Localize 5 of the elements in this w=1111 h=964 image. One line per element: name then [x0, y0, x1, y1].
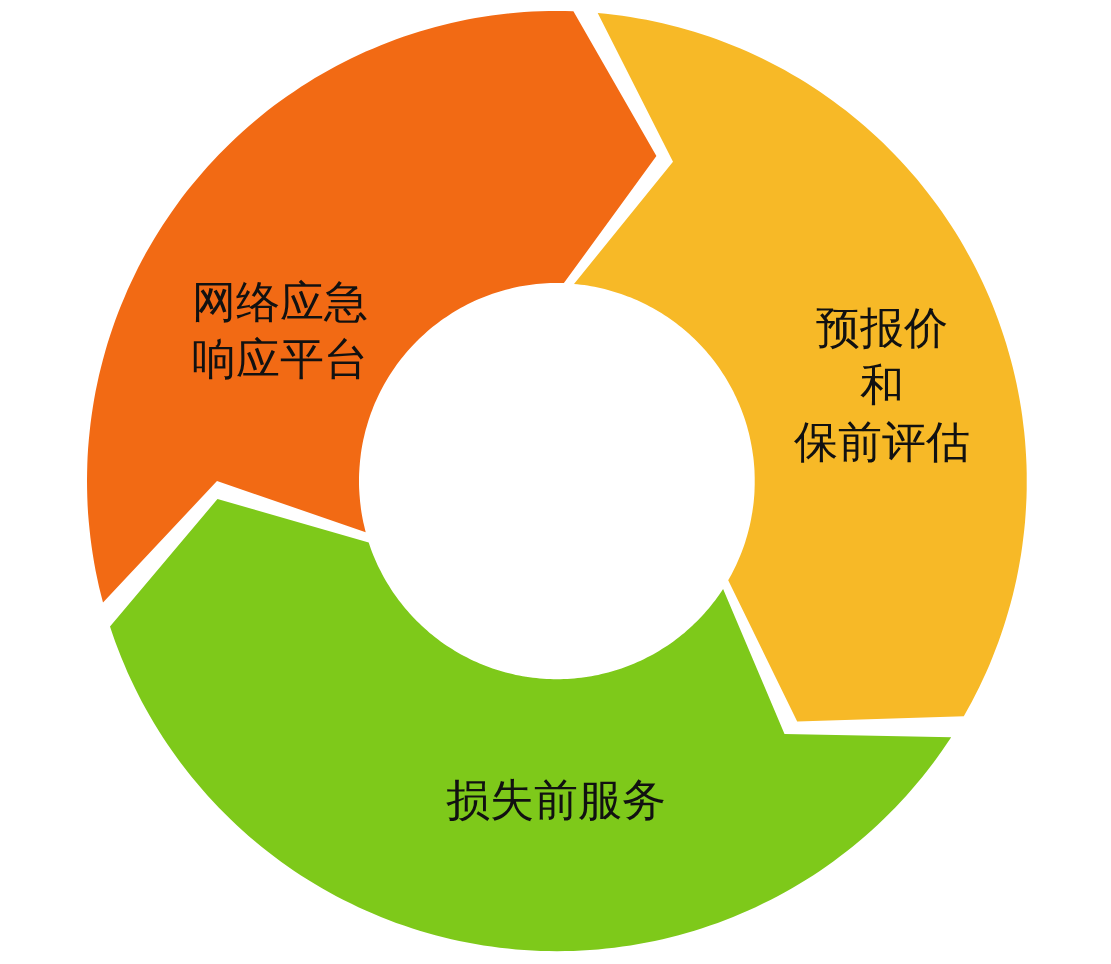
- segment-label: 保前评估: [794, 415, 970, 470]
- segment-label: 网络应急响应平台: [191, 274, 369, 386]
- segment-label: 损失前服务: [446, 773, 666, 828]
- segment-label: 和: [860, 358, 904, 413]
- segment-label: 预报价: [816, 301, 948, 356]
